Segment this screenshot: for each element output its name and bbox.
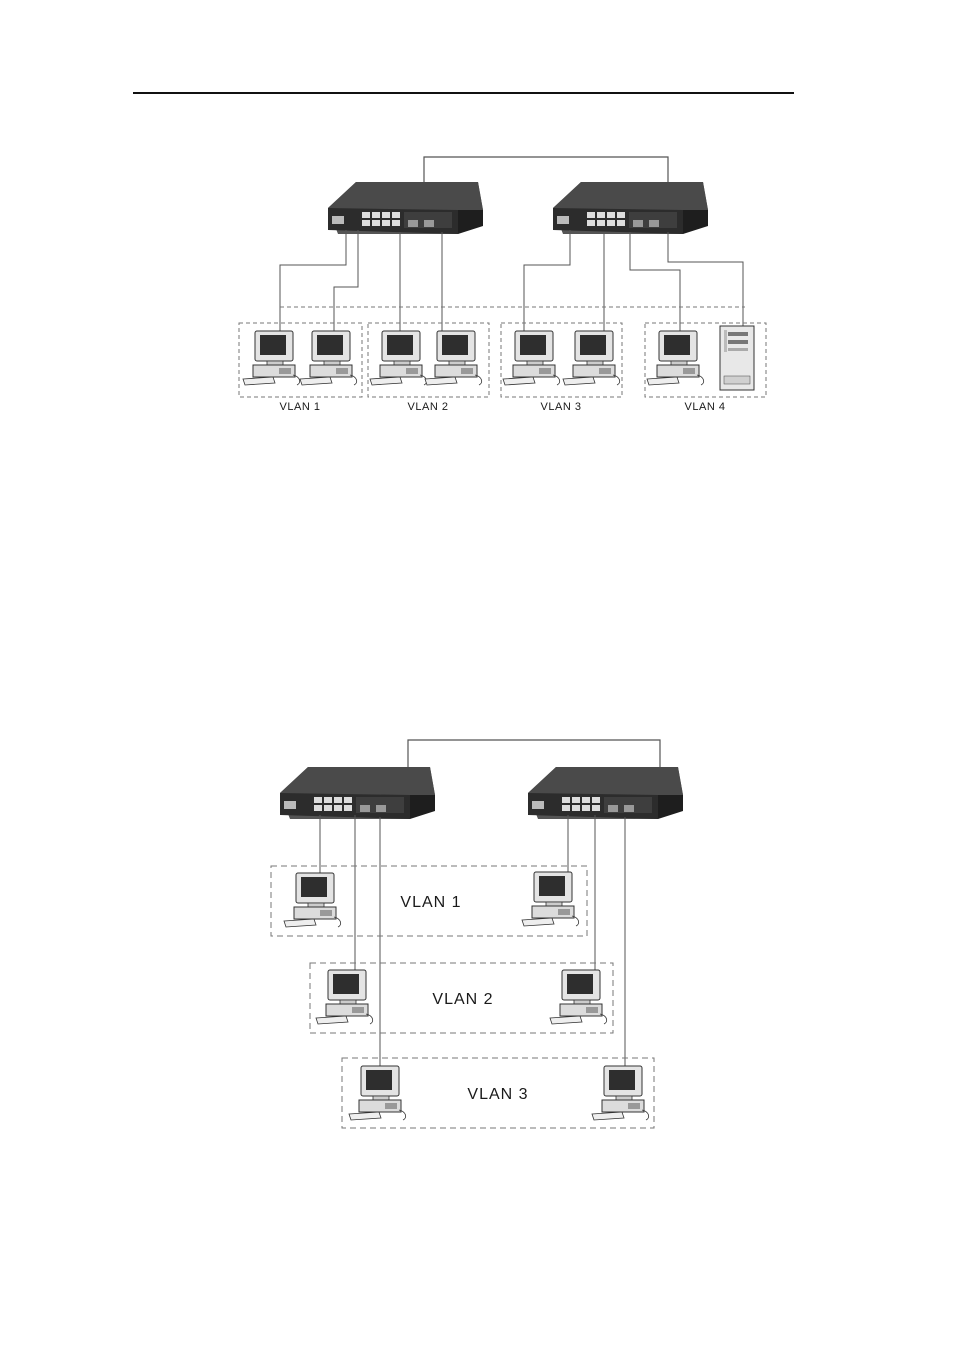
pc-icon [563, 331, 620, 385]
pc-icon [284, 873, 341, 927]
vlan-label-3: VLAN 3 [467, 1086, 528, 1103]
switch-icon-right [553, 182, 708, 234]
pc-icon [592, 1066, 649, 1120]
pc-icon [647, 331, 704, 385]
switch-icon-right [528, 767, 683, 819]
vlan-label-4: VLAN 4 [685, 401, 726, 413]
pc-icon [503, 331, 560, 385]
switch-icon-left [280, 767, 435, 819]
pc-icon [550, 970, 607, 1024]
pc-icon [243, 331, 300, 385]
pc-icon [300, 331, 357, 385]
diagram-2: VLAN 1 VLAN 2 VLAN 3 [271, 740, 683, 1128]
switch-icon-left [328, 182, 483, 234]
vlan-label-3: VLAN 3 [541, 401, 582, 413]
pc-icon [370, 331, 427, 385]
diagram-1: VLAN 1 VLAN 2 VLAN 3 VLAN 4 [239, 157, 766, 413]
vlan-label-1: VLAN 1 [400, 894, 461, 911]
pc-icon [349, 1066, 406, 1120]
vlan-label-2: VLAN 2 [432, 991, 493, 1008]
cables-switch-right [568, 815, 625, 1070]
pc-icon [316, 970, 373, 1024]
pc-icon [425, 331, 482, 385]
uplink-cable [408, 740, 660, 770]
cables-switch-left [320, 815, 380, 1070]
vlan-label-1: VLAN 1 [280, 401, 321, 413]
vlan-label-2: VLAN 2 [408, 401, 449, 413]
server-icon [720, 326, 754, 390]
uplink-cable [424, 157, 668, 185]
pc-icon [522, 872, 579, 926]
